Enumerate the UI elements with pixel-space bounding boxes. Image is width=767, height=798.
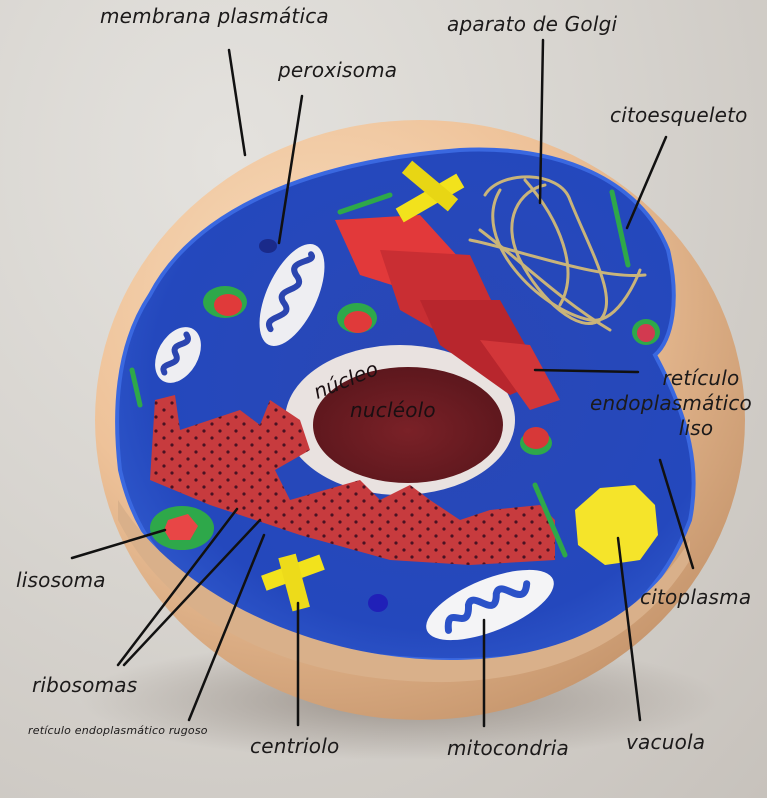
label-centriole: centriolo bbox=[250, 734, 340, 758]
label-ribosomes: ribosomas bbox=[32, 673, 138, 697]
lysosome-main bbox=[150, 506, 214, 550]
label-smooth-er: retículo endoplasmático liso bbox=[575, 366, 767, 441]
vacuole bbox=[575, 485, 658, 565]
label-cytoskeleton: citoesqueleto bbox=[610, 103, 748, 127]
label-golgi-apparatus: aparato de Golgi bbox=[447, 12, 618, 36]
label-cytoplasm: citoplasma bbox=[640, 585, 752, 609]
label-rough-er: retículo endoplasmático rugoso bbox=[28, 724, 208, 737]
label-smooth-er-line3: liso bbox=[678, 416, 714, 440]
golgi-threads bbox=[468, 175, 647, 332]
label-vacuole: vacuola bbox=[626, 730, 706, 754]
peroxisome bbox=[259, 239, 277, 253]
label-plasma-membrane: membrana plasmática bbox=[100, 4, 329, 28]
leader-lines bbox=[70, 38, 695, 728]
label-mitochondria: mitocondria bbox=[447, 736, 569, 760]
mitochondria bbox=[155, 244, 554, 641]
label-nucleolus: nucléolo bbox=[350, 398, 436, 422]
peroxisome-bottom bbox=[368, 594, 388, 612]
label-smooth-er-line2: endoplasmático bbox=[589, 391, 752, 415]
label-smooth-er-line1: retículo bbox=[662, 366, 740, 390]
label-peroxisome: peroxisoma bbox=[278, 58, 398, 82]
lysosome-small bbox=[203, 286, 660, 455]
centriole-bottom bbox=[261, 553, 325, 612]
cytoskeleton bbox=[129, 189, 631, 558]
rough-er bbox=[150, 395, 555, 565]
golgi-apparatus bbox=[335, 215, 560, 410]
label-lysosome: lisosoma bbox=[16, 568, 106, 592]
centriole-top bbox=[395, 160, 465, 223]
nucleus bbox=[285, 345, 515, 495]
